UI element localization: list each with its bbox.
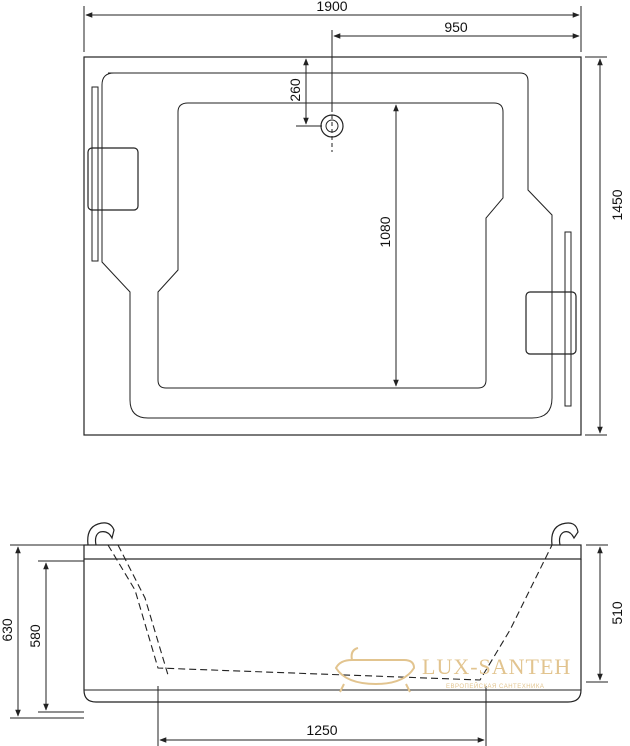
left-handle-bar (91, 86, 99, 262)
dim-label-1250: 1250 (306, 722, 337, 738)
basin-outline (157, 102, 504, 389)
top-view: 1900 950 1450 260 1080 (83, 0, 625, 436)
dim-label-950: 950 (444, 19, 468, 35)
right-handle-icon (551, 522, 579, 546)
drain-icon (320, 108, 344, 152)
top-view-outline (83, 56, 582, 436)
right-headrest (525, 291, 577, 355)
watermark-brand: LUX-SANTEH (422, 654, 571, 679)
left-handle-icon (87, 522, 115, 546)
bathtub-logo-icon (334, 647, 416, 693)
side-view: 630 580 510 1250 (0, 522, 625, 746)
basin-profile (107, 544, 553, 681)
side-body (83, 559, 582, 703)
watermark-logo: LUX-SANTEH ЕВРОПЕЙСКАЯ САНТЕХНИКА (334, 647, 571, 693)
dim-label-580: 580 (27, 624, 43, 648)
dim-label-1450: 1450 (609, 189, 625, 220)
rim-plate (83, 544, 582, 560)
dim-label-260: 260 (287, 78, 303, 102)
dim-label-1900: 1900 (316, 0, 347, 14)
watermark-tagline: ЕВРОПЕЙСКАЯ САНТЕХНИКА (446, 682, 544, 690)
dim-label-1080: 1080 (377, 216, 393, 247)
dim-label-630: 630 (0, 618, 15, 642)
rim-outline (101, 72, 553, 419)
right-handle-bar (564, 231, 572, 407)
dim-label-510: 510 (609, 601, 625, 625)
left-headrest (87, 147, 139, 211)
